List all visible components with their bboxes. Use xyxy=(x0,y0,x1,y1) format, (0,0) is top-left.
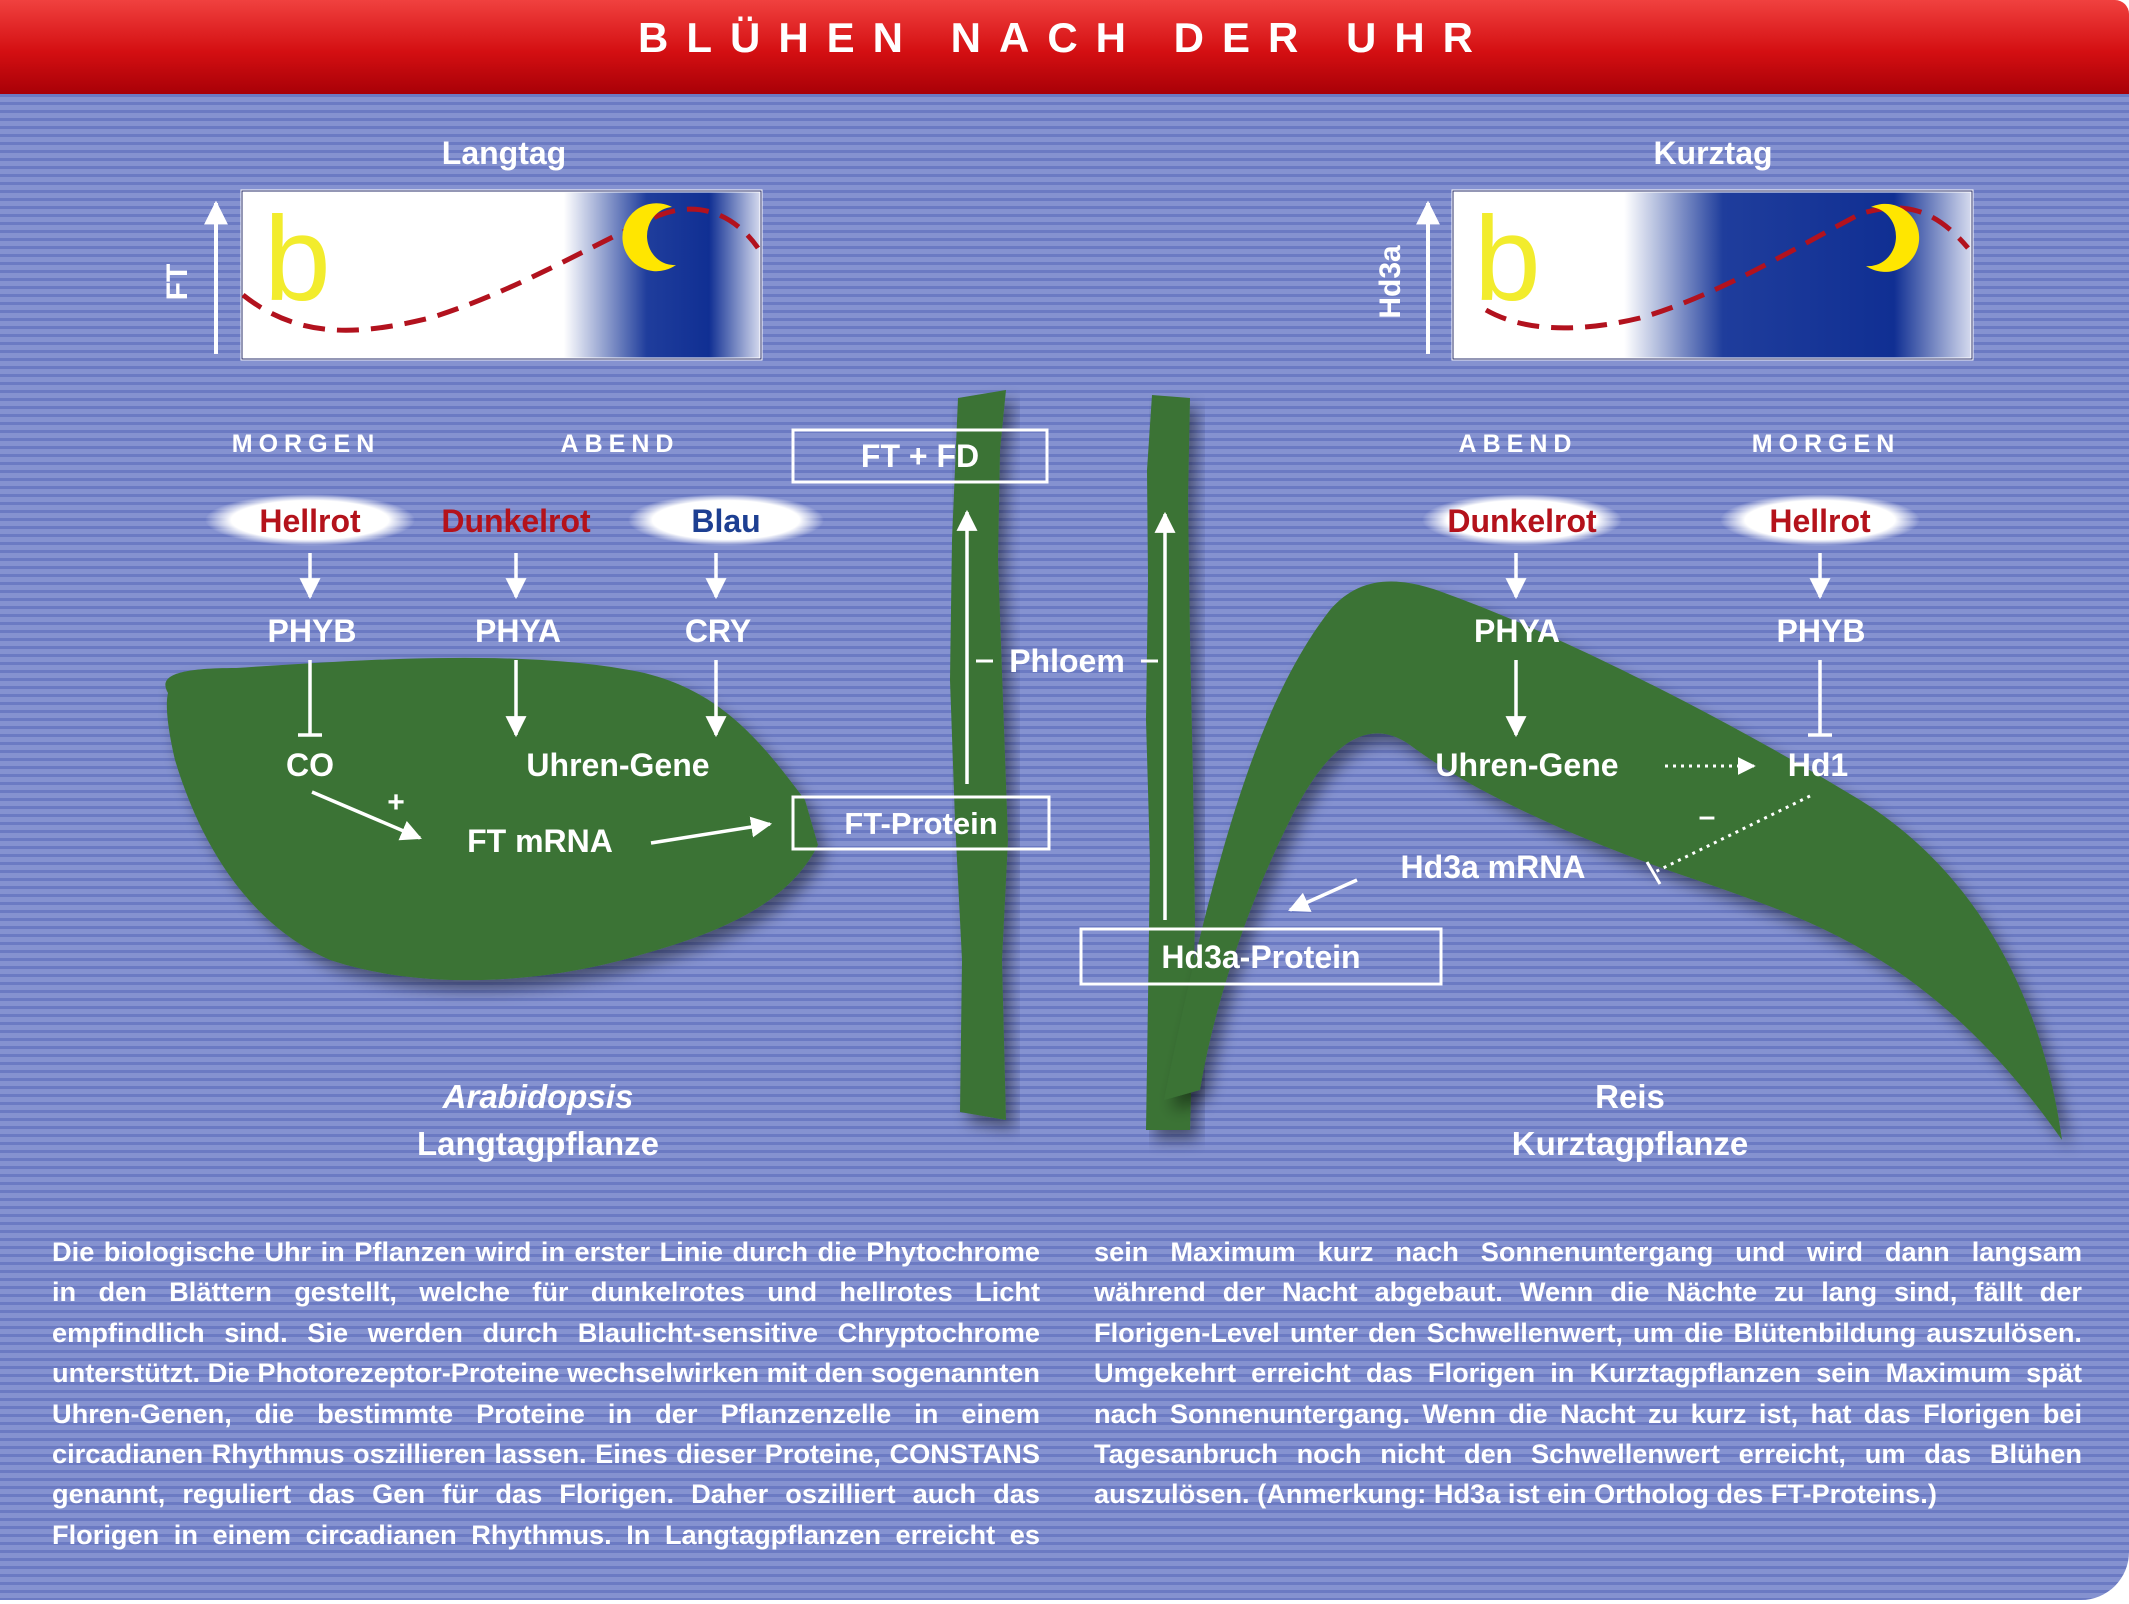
inhibit-bar-hd3a xyxy=(1645,861,1662,885)
ft-fd-box xyxy=(791,428,1049,484)
arrow-mrna-hd3a-protein xyxy=(1288,878,1358,912)
left-chart-title: Langtag xyxy=(442,135,566,171)
arrow-co-ftmrna xyxy=(311,790,422,841)
arrow-mrna-protein xyxy=(650,816,773,845)
right-panel-letter: b xyxy=(1474,192,1541,326)
right-chart-title: Kurztag xyxy=(1653,135,1772,171)
blau-oval xyxy=(628,494,824,546)
left-time-evening: ABEND xyxy=(561,430,680,458)
dunkelrot-oval-right xyxy=(1422,494,1622,546)
plus-sign: + xyxy=(387,786,405,819)
node-ft-mrna: FT mRNA xyxy=(467,823,613,859)
receptor-phyb-left: PHYB xyxy=(268,613,357,649)
right-chart-frame xyxy=(1452,190,1973,360)
light-dunkelrot-left: Dunkelrot xyxy=(441,503,591,539)
left-axis-label: FT xyxy=(161,264,194,301)
right-time-evening: ABEND xyxy=(1459,430,1578,458)
right-axis-label: Hd3a xyxy=(1374,245,1407,319)
explanation-text: Die biologische Uhr in Pflanzen wird in … xyxy=(52,1236,2082,1550)
hellrot-oval-left xyxy=(205,494,415,546)
rice-stem xyxy=(1146,395,1195,1130)
right-time-morning: MORGEN xyxy=(1752,430,1901,458)
receptor-phya-left: PHYA xyxy=(475,613,561,649)
left-time-morning: MORGEN xyxy=(232,430,381,458)
right-hd3a-curve xyxy=(1484,205,1970,331)
caption-species-right: Reis xyxy=(1595,1078,1665,1115)
ft-protein-label: FT-Protein xyxy=(844,806,997,841)
arabidopsis-stem xyxy=(950,390,1008,1120)
left-panel-letter: b xyxy=(264,192,331,326)
light-hellrot-right: Hellrot xyxy=(1769,503,1871,539)
minus-sign: – xyxy=(1699,800,1716,833)
hd3a-protein-box xyxy=(1079,927,1443,986)
node-hd3a-mrna: Hd3a mRNA xyxy=(1401,849,1586,885)
right-moon-icon xyxy=(1866,203,1920,272)
caption-species-left: Arabidopsis xyxy=(442,1078,634,1115)
light-hellrot-left: Hellrot xyxy=(259,503,361,539)
phloem-label: Phloem xyxy=(1009,643,1125,679)
left-ft-curve xyxy=(241,206,761,333)
title-banner xyxy=(0,0,2129,94)
node-hd1: Hd1 xyxy=(1788,747,1848,783)
node-clock-genes-right: Uhren-Gene xyxy=(1435,747,1618,783)
hellrot-oval-right xyxy=(1720,494,1920,546)
caption-type-left: Langtagpflanze xyxy=(417,1125,659,1162)
light-blau: Blau xyxy=(691,503,760,539)
arabidopsis-leaf xyxy=(165,657,818,981)
receptor-cry: CRY xyxy=(685,613,751,649)
receptor-phyb-right: PHYB xyxy=(1777,613,1866,649)
ft-fd-label: FT + FD xyxy=(861,438,979,474)
page-title: BLÜHEN NACH DER UHR xyxy=(638,14,1491,61)
left-moon-icon xyxy=(622,203,676,272)
caption-type-right: Kurztagpflanze xyxy=(1512,1125,1749,1162)
rice-leaf xyxy=(1164,581,2062,1140)
left-chart-frame xyxy=(241,190,762,360)
node-co: CO xyxy=(286,747,334,783)
receptor-phya-right: PHYA xyxy=(1474,613,1560,649)
light-dunkelrot-right: Dunkelrot xyxy=(1447,503,1597,539)
ft-protein-box xyxy=(791,795,1051,851)
hd3a-protein-label: Hd3a-Protein xyxy=(1161,939,1360,975)
node-clock-genes-left: Uhren-Gene xyxy=(526,747,709,783)
